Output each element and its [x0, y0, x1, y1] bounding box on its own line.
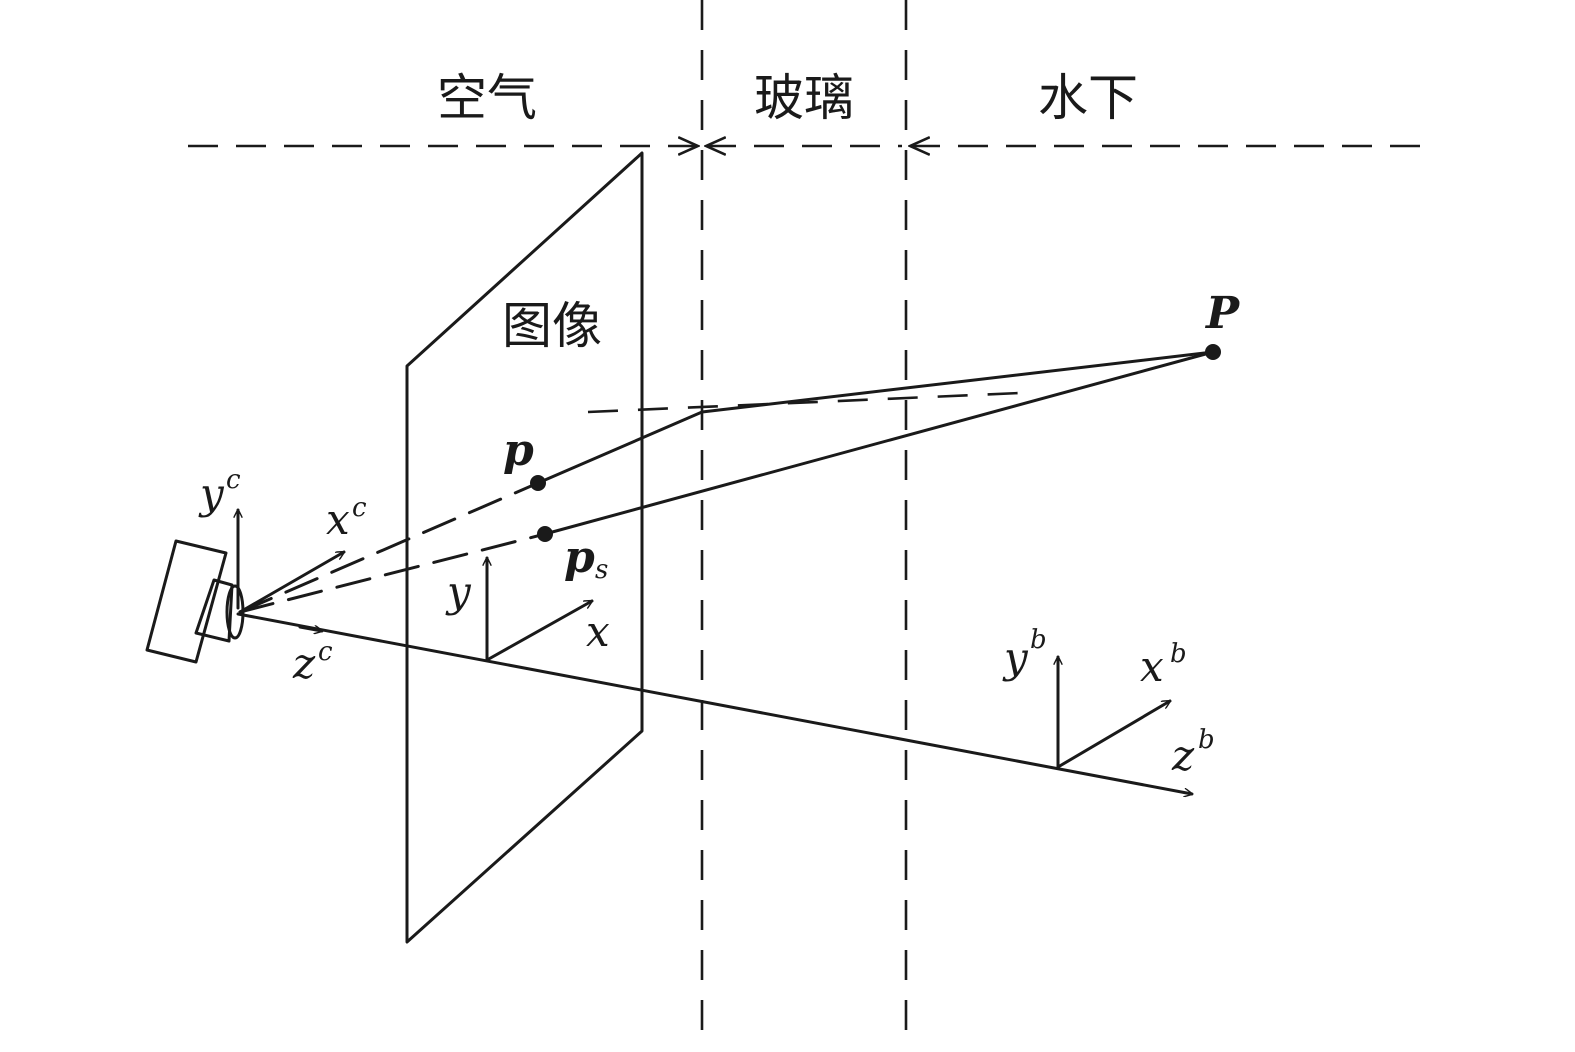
body-x-axis: [1056, 699, 1170, 769]
ray-refracted-extension: [587, 391, 1021, 414]
label-P: P: [1204, 288, 1241, 339]
label-p: p: [503, 425, 534, 476]
image-plane: [405, 151, 644, 944]
optical-axis: [236, 612, 1192, 794]
label-ps: p: [564, 532, 595, 583]
point-P: [1205, 344, 1221, 360]
label-ps-subscript: s: [595, 555, 608, 585]
ray-refracted-dashed: [238, 481, 540, 614]
region-label-underwater: 水下: [1038, 69, 1138, 127]
camera-icon: [145, 539, 245, 664]
region-label-glass: 玻璃: [754, 69, 854, 127]
body-y-label: y: [1002, 633, 1029, 682]
image-y-label: y: [445, 567, 472, 616]
ray-direct: [543, 350, 1215, 536]
camera-x-sup: c: [352, 493, 367, 523]
body-x-sup: b: [1170, 639, 1187, 669]
ray-direct-dashed: [238, 532, 547, 614]
image-x-label: x: [586, 607, 610, 656]
camera-z-arrow: [298, 627, 322, 631]
point-ps: [537, 526, 553, 542]
camera-x-label: x: [326, 495, 350, 544]
camera-x-axis: [238, 550, 344, 614]
camera-y-sup: c: [226, 465, 241, 495]
camera-z-label: z: [292, 639, 316, 688]
camera-y-label: y: [198, 469, 225, 518]
camera-z-sup: c: [318, 637, 333, 667]
body-y-sup: b: [1030, 625, 1047, 655]
region-label-air: 空气: [437, 69, 537, 127]
image-plane-label: 图像: [502, 297, 602, 355]
body-x-label: x: [1140, 642, 1164, 691]
point-p: [530, 475, 546, 491]
body-z-sup: b: [1198, 725, 1215, 755]
body-z-label: z: [1171, 731, 1195, 780]
ray-refracted: [536, 350, 1215, 485]
image-x-axis: [485, 599, 592, 662]
